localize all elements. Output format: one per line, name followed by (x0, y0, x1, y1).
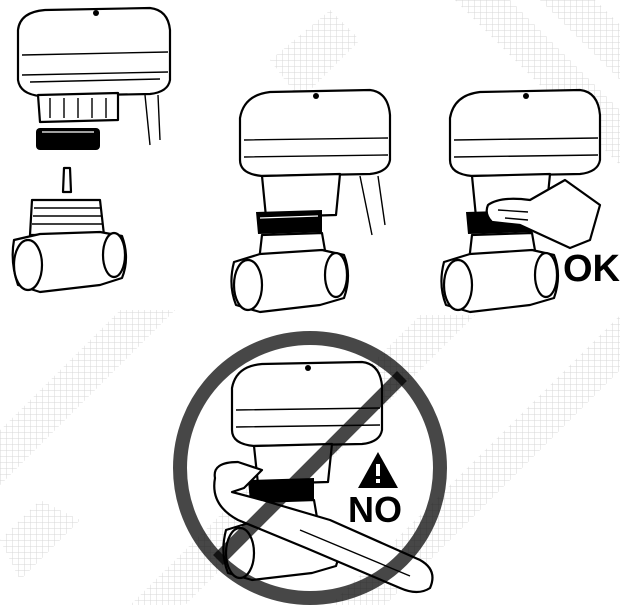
step2-assembled-view (230, 88, 392, 314)
step3-hand-tighten-view (440, 88, 602, 314)
warning-triangle-icon (358, 452, 398, 488)
prohibition-circle-icon (173, 331, 447, 605)
step1-exploded-view (11, 6, 172, 294)
ok-label: OK (563, 248, 620, 290)
no-label: NO (348, 489, 402, 530)
